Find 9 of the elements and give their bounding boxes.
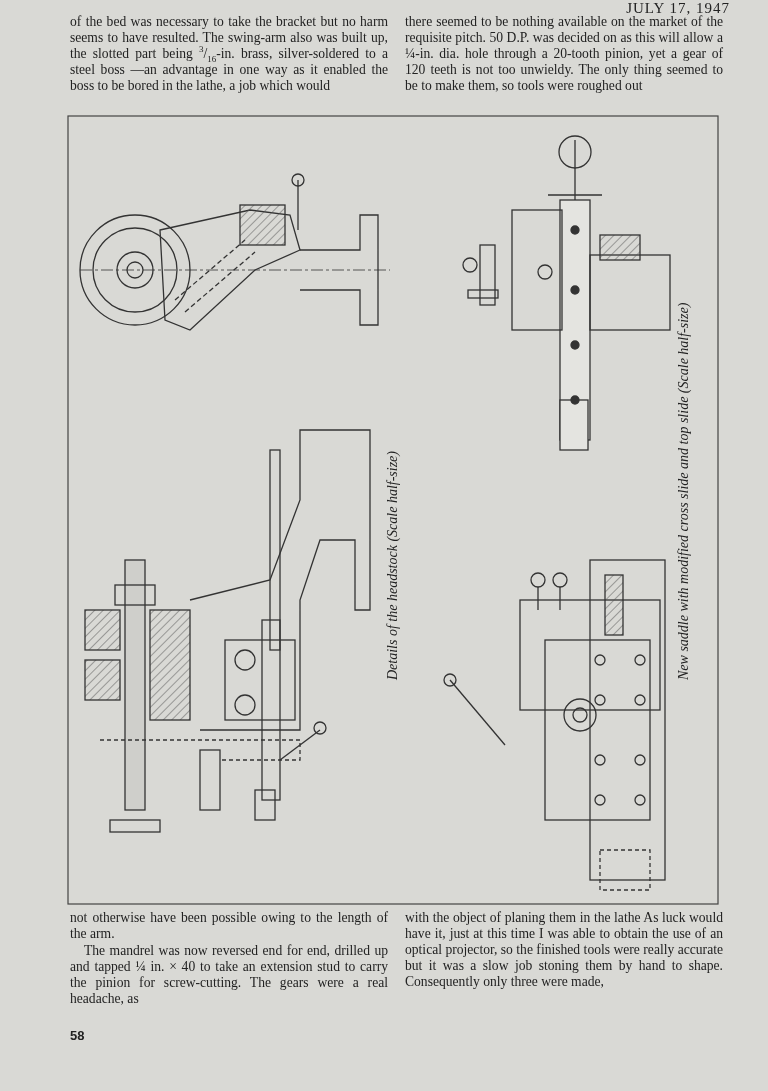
figure-caption: Details of the headstock (Scale half-size) (385, 451, 401, 680)
body-paragraph: of the bed was necessary to take the bracket but no harm seems to have resulted. The swing-arm also was built up, the slotted part being $^{3}$/$_{16}$-in. brass, silver-soldered to a steel boss —an advantage in one way as it enabled the boss to be bored in the lathe, a job which would (70, 14, 388, 94)
body-paragraph: not otherwise have been possible owing to the length of the arm. (70, 910, 388, 942)
body-paragraph: there seemed to be nothing available on the market of the requisite pitch. 50 D.P. was decided on as this will allow a ¼-in. dia. hole through a 20-tooth pinion, yet a gear of 120 teeth is not too unwieldy. The only thing seemed to be to make them, so tools were roughed out (405, 14, 723, 94)
body-paragraph: The mandrel was now reversed end for end, drilled up and tapped ¼ in. × 40 to take an extension stud to carry the pinion for screw-cutting. The gears were a real headache, as (70, 943, 388, 1007)
page-number: 58 (70, 1028, 86, 1044)
figure-caption: New saddle with modified cross slide and top slide (Scale half-size) (676, 302, 692, 680)
page-date: JULY 17, 1947 (625, 0, 730, 16)
body-paragraph: with the object of planing them in the lathe As luck would have it, just at this time I was able to obtain the use of an optical projector, so the finished tools were really accurate but it was a slow job stoning them by hand to shape. Consequently only three were made, (405, 910, 723, 990)
